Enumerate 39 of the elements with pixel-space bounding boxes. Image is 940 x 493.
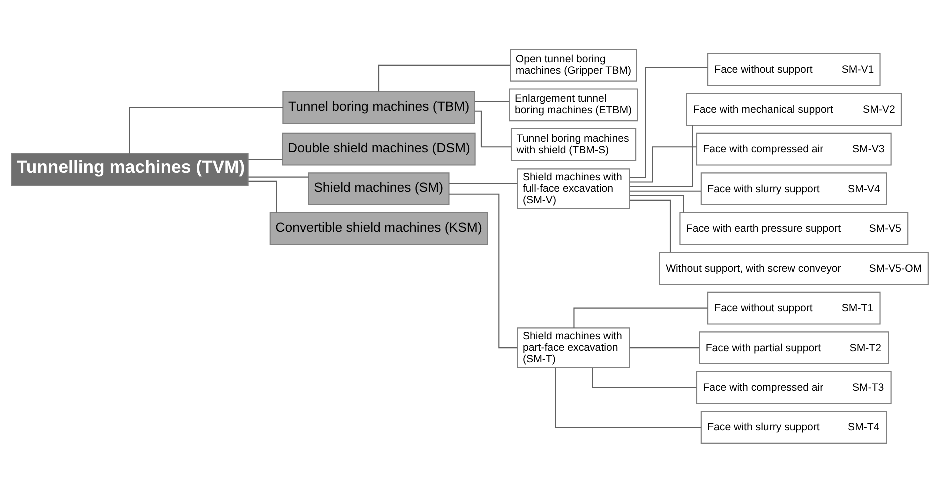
node-box: Face with slurry support SM-V4	[700, 172, 888, 206]
connector	[378, 64, 511, 92]
node-box: Tunnel boring machines with shield (TBM-S)	[510, 128, 637, 162]
connector	[248, 158, 283, 160]
connector	[555, 368, 702, 428]
node-box: Convertible shield machines (KSM)	[270, 212, 488, 246]
node-box: Enlargement tunnel boring machines (ETBM)	[509, 88, 638, 122]
node-box: Shield machines with part-face excavation (SM-T)	[517, 328, 630, 368]
node-box: Double shield machines (DSM)	[282, 132, 476, 166]
connector	[630, 67, 708, 178]
node-box: Face with slurry support SM-T4	[700, 411, 888, 444]
connector	[248, 180, 278, 213]
node-box: Face with earth pressure support SM-V5	[680, 212, 909, 246]
connector	[630, 195, 684, 213]
node-box: Open tunnel boring machines (Gripper TBM)	[510, 49, 638, 82]
connector	[630, 126, 694, 188]
connector	[449, 183, 518, 184]
node-box: Without support, with screw conveyor SM-V5-OM	[659, 252, 929, 285]
connector	[630, 200, 672, 252]
node-box: Face with mechanical support SM-V2	[686, 93, 902, 126]
node-box: Face with compressed air SM-V3	[696, 132, 892, 166]
connector	[248, 176, 309, 178]
node-box: Shield machines with full-face excavation (SM-V)	[517, 168, 630, 210]
node-box: Tunnel boring machines (TBM)	[282, 91, 476, 124]
node-box: Tunnelling machines (TVM)	[11, 153, 249, 186]
connector	[592, 368, 697, 388]
node-box: Face with partial support SM-T2	[699, 332, 890, 364]
node-box: Shield machines (SM)	[308, 172, 450, 206]
connector	[475, 110, 512, 148]
connector	[129, 107, 284, 154]
node-box: Face without support SM-V1	[708, 53, 881, 86]
connector	[630, 146, 697, 183]
connector	[574, 308, 708, 328]
connector	[449, 194, 518, 349]
connector	[630, 348, 700, 349]
node-box: Face without support SM-T1	[708, 292, 881, 325]
connector	[474, 101, 510, 102]
node-box: Face with compressed air SM-T3	[696, 371, 892, 404]
connector	[630, 190, 702, 192]
